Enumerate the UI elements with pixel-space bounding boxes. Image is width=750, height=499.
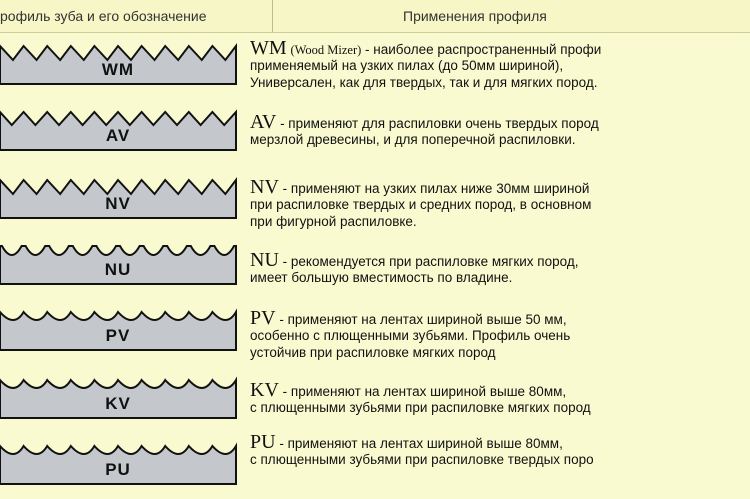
profile-name: PU	[250, 434, 276, 453]
saw-blade-shape	[0, 109, 237, 151]
profile-description-kv: KV - применяют на лентах шириной выше 80…	[250, 382, 750, 416]
tooth-profile-nu: NU	[0, 236, 237, 285]
profile-name: PV	[250, 310, 276, 329]
profile-name: NU	[250, 252, 279, 271]
tooth-profile-drawing	[0, 308, 237, 351]
saw-blade-shape	[0, 43, 237, 85]
description-first-text: - применяют на узких пилах ниже 30мм шир…	[278, 181, 590, 196]
description-first-text: - наиболее распространенный профи	[361, 42, 602, 57]
header-profile-title: рофиль зуба и его обозначение	[0, 8, 207, 24]
saw-blade-shape	[0, 245, 237, 285]
tooth-profile-drawing	[0, 376, 237, 419]
description-first-line: PU - применяют на лентах шириной выше 80…	[250, 434, 750, 453]
profile-description-pv: PV - применяют на лентах шириной выше 50…	[250, 310, 750, 361]
tooth-profile-av: AV	[0, 102, 237, 151]
profile-name: WM	[250, 40, 287, 59]
description-line: с плющенными зубьями при распиловке мягк…	[250, 400, 591, 415]
description-first-line: WM (Wood Mizer) - наиболее распространен…	[250, 40, 750, 59]
description-first-text: - рекомендуется при распиловке мягких по…	[278, 254, 579, 269]
tooth-profile-kv: KV	[0, 370, 237, 419]
profile-name-note: (Wood Mizer)	[290, 43, 362, 57]
tooth-profile-pv: PV	[0, 302, 237, 351]
description-line: при фигурной распиловке.	[250, 214, 417, 229]
tooth-profile-drawing	[0, 109, 237, 151]
description-line: устойчив при распиловке мягких пород	[250, 345, 496, 360]
profile-code: PU	[105, 460, 131, 479]
description-first-line: KV - применяют на лентах шириной выше 80…	[250, 382, 750, 401]
profile-description-nu: NU - рекомендуется при распиловке мягких…	[250, 252, 750, 286]
description-line: с плющенными зубьями при распиловке твер…	[250, 452, 594, 467]
description-first-text: - применяют для распиловки очень твердых…	[276, 116, 599, 131]
description-first-line: AV - применяют для распиловки очень твер…	[250, 114, 750, 133]
profile-name: NV	[250, 179, 279, 198]
saw-blade-shape	[0, 442, 237, 485]
header-divider	[272, 0, 273, 32]
profile-description-wm: WM (Wood Mizer) - наиболее распространен…	[250, 40, 750, 91]
saw-blade-shape	[0, 308, 237, 351]
description-line: Универсален, как для твердых, так и для …	[250, 75, 598, 90]
profile-description-nv: NV - применяют на узких пилах ниже 30мм …	[250, 179, 750, 230]
description-first-line: NU - рекомендуется при распиловке мягких…	[250, 252, 750, 271]
tooth-profile-drawing	[0, 245, 237, 285]
description-first-line: NV - применяют на узких пилах ниже 30мм …	[250, 179, 750, 198]
profile-code: PV	[105, 326, 131, 345]
profile-code: NV	[105, 194, 131, 213]
saw-blade-shape	[0, 177, 237, 219]
profile-name: AV	[250, 114, 277, 133]
profile-description-pu: PU - применяют на лентах шириной выше 80…	[250, 434, 750, 468]
description-first-text: - применяют на лентах шириной выше 50 мм…	[275, 312, 567, 327]
header-usage-title: Применения профиля	[403, 8, 547, 24]
tooth-profile-wm: WM	[0, 36, 237, 85]
tooth-profile-drawing	[0, 177, 237, 219]
tooth-profile-drawing	[0, 43, 237, 85]
profile-code: NU	[104, 260, 132, 279]
description-line: имеет большую вместимость по владине.	[250, 270, 513, 285]
profile-code: AV	[105, 126, 131, 145]
tooth-profile-pu: PU	[0, 436, 237, 485]
description-line: при распиловке твердых и средних пород, …	[250, 197, 592, 212]
profile-code: KV	[105, 394, 131, 413]
profile-name: KV	[250, 382, 279, 401]
profile-description-av: AV - применяют для распиловки очень твер…	[250, 114, 750, 148]
description-line: особенно с плющенными зубьями. Профиль о…	[250, 328, 571, 343]
description-line: применяемый на узких пилах (до 50мм шири…	[250, 58, 564, 73]
tooth-profile-drawing	[0, 442, 237, 485]
tooth-profile-nv: NV	[0, 170, 237, 219]
description-first-text: - применяют на лентах шириной выше 80мм,	[278, 384, 567, 399]
header-bar: рофиль зуба и его обозначение Применения…	[0, 0, 750, 33]
description-first-line: PV - применяют на лентах шириной выше 50…	[250, 310, 750, 329]
description-line: мерзлой древесины, и для поперечной расп…	[250, 132, 576, 147]
profile-code: WM	[101, 60, 135, 79]
saw-blade-shape	[0, 376, 237, 419]
description-first-text: - применяют на лентах шириной выше 80мм,	[275, 436, 563, 451]
